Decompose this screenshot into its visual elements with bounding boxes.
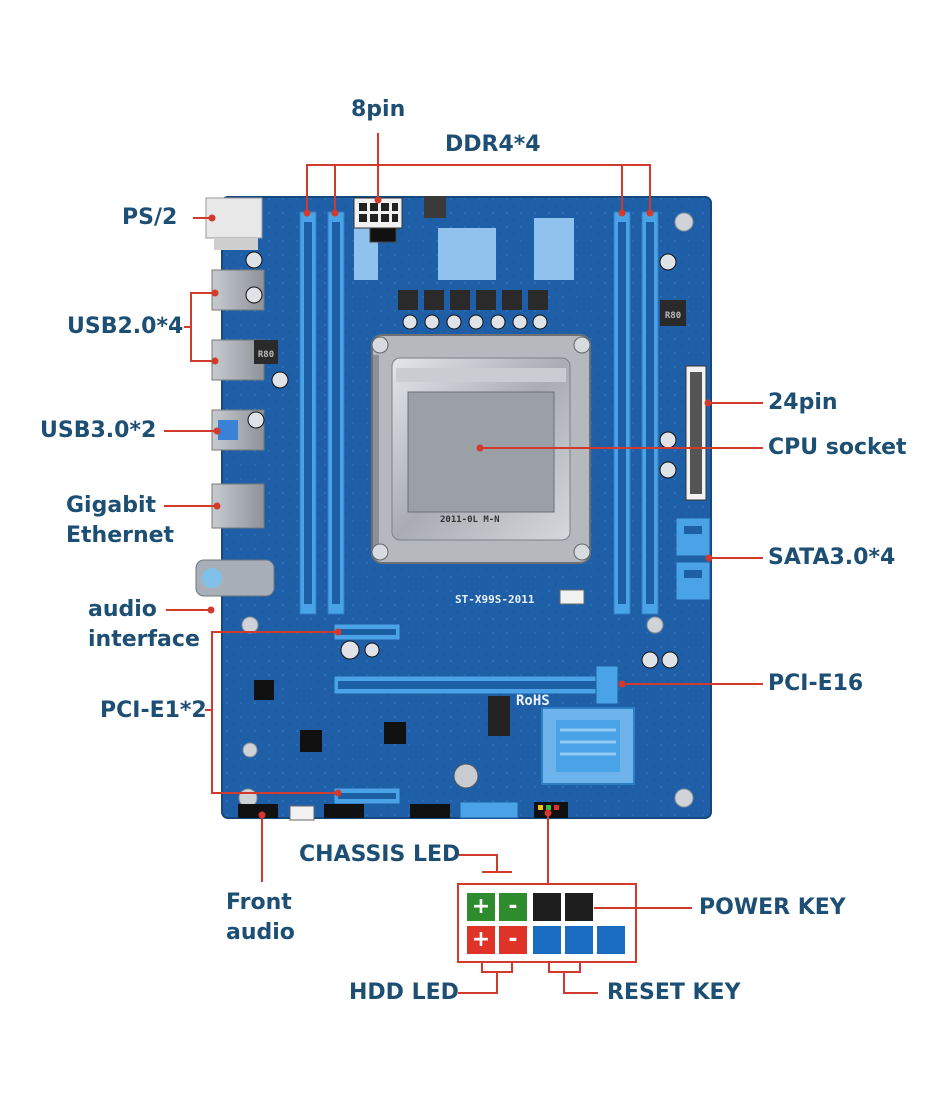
label-pcie16: PCI-E16 bbox=[768, 671, 864, 696]
label-front: Front bbox=[226, 890, 292, 915]
power-key-pin-2 bbox=[565, 893, 593, 921]
pcie-x16-slot bbox=[333, 665, 619, 705]
label-8pin: 8pin bbox=[351, 97, 406, 122]
choke-label: R80 bbox=[258, 350, 274, 360]
callout-dots bbox=[207, 196, 713, 819]
chipset-heatsink bbox=[541, 707, 635, 785]
label-cpu-socket: CPU socket bbox=[768, 435, 907, 460]
label-pcie1: PCI-E1*2 bbox=[100, 698, 207, 723]
reset-key-pin-2 bbox=[565, 926, 593, 954]
label-hdd-led: HDD LED bbox=[349, 980, 459, 1005]
label-gigabit: Gigabit bbox=[66, 493, 156, 518]
hdd-led-plus-pin: + bbox=[467, 926, 495, 954]
cpu-socket-code: 2011-0L M-N bbox=[440, 515, 500, 525]
label-usb30: USB3.0*2 bbox=[40, 418, 157, 443]
board-model: ST-X99S-2011 bbox=[455, 593, 535, 606]
label-front-audio: audio bbox=[226, 920, 295, 945]
label-chassis-led: CHASSIS LED bbox=[299, 842, 461, 867]
label-power-key: POWER KEY bbox=[699, 895, 846, 920]
label-audio: audio bbox=[88, 597, 157, 622]
label-ps2: PS/2 bbox=[122, 205, 178, 230]
sata-ports bbox=[675, 517, 711, 601]
hdd-led-minus-pin: - bbox=[499, 926, 527, 954]
label-ddr4: DDR4*4 bbox=[445, 132, 541, 157]
choke-label-right: R80 bbox=[665, 311, 681, 321]
spare-pin bbox=[597, 926, 625, 954]
ram-slots bbox=[299, 211, 659, 615]
misc-components bbox=[238, 589, 585, 821]
label-sata: SATA3.0*4 bbox=[768, 545, 896, 570]
reset-key-pin-1 bbox=[533, 926, 561, 954]
label-ethernet: Ethernet bbox=[66, 523, 175, 548]
rohs-mark: RoHS bbox=[516, 693, 550, 709]
vrm-area: R80 R80 bbox=[245, 196, 686, 669]
label-interface: interface bbox=[88, 627, 200, 652]
label-reset-key: RESET KEY bbox=[607, 980, 741, 1005]
callout-lines bbox=[164, 133, 763, 994]
atx-24pin-connector bbox=[685, 365, 707, 501]
power-key-pin-1 bbox=[533, 893, 561, 921]
pcie-x1-slots bbox=[333, 623, 401, 805]
chassis-led-minus-pin: - bbox=[499, 893, 527, 921]
chassis-led-plus-pin: + bbox=[467, 893, 495, 921]
label-usb20: USB2.0*4 bbox=[67, 314, 184, 339]
label-24pin: 24pin bbox=[768, 390, 838, 415]
